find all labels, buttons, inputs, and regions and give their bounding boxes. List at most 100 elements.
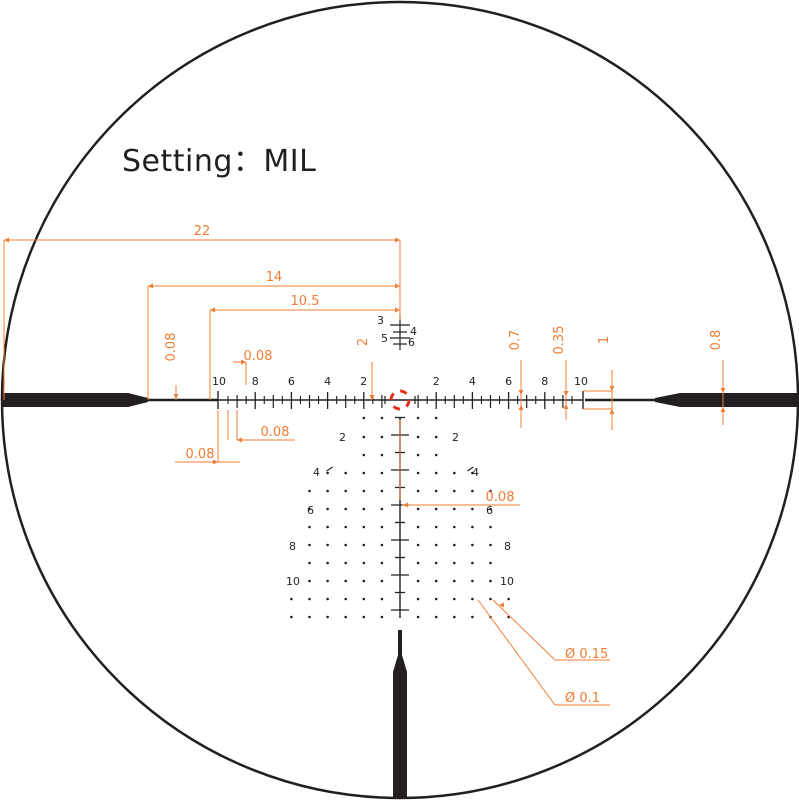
- holdover-dot: [326, 561, 329, 565]
- holdover-dot: [416, 561, 420, 565]
- holdover-dot: [471, 543, 474, 547]
- holdover-dot: [380, 615, 384, 619]
- holdover-dot: [489, 561, 492, 565]
- aim-point-circle: [389, 389, 411, 411]
- dimension-arrow: [395, 307, 400, 313]
- dim-0-08-top-label: 0.08: [244, 349, 273, 364]
- dim-1-label: 1: [597, 336, 612, 344]
- holdover-dot: [416, 471, 420, 475]
- dimension-arrow: [395, 283, 400, 289]
- holdover-dot: [326, 543, 329, 547]
- dim-0-08-center-label: 0.08: [486, 490, 515, 505]
- horizontal-scale-label: 2: [433, 375, 440, 388]
- holdover-dot: [471, 489, 474, 493]
- holdover-dot: [416, 489, 420, 493]
- horizontal-scale-label: 6: [505, 375, 512, 388]
- holdover-dot: [453, 525, 456, 529]
- dim-dot-015-label: Ø 0.15: [565, 647, 608, 662]
- upper-scale-label: 3: [377, 314, 384, 327]
- holdover-dot: [416, 543, 420, 547]
- holdover-dot: [489, 489, 492, 493]
- holdover-dot: [308, 525, 311, 529]
- dimension-arrow: [563, 404, 569, 409]
- holdover-dot: [308, 489, 311, 493]
- vertical-scale-label: 10: [286, 575, 300, 588]
- holdover-dot: [290, 615, 293, 619]
- holdover-dot: [471, 561, 474, 565]
- holdover-dot: [453, 615, 456, 619]
- dim-0-08-left-label: 0.08: [164, 333, 179, 362]
- vertical-scale-label: 8: [289, 540, 296, 553]
- dimension-arrow: [499, 602, 504, 608]
- holdover-dot: [489, 525, 492, 529]
- holdover-dot: [416, 416, 420, 420]
- holdover-dot: [380, 561, 384, 565]
- holdover-dot: [326, 507, 329, 511]
- holdover-dot: [344, 507, 348, 511]
- horizontal-scale-label: 4: [469, 375, 476, 388]
- holdover-dot: [489, 579, 492, 583]
- holdover-dot: [362, 525, 366, 529]
- holdover-dot: [489, 507, 492, 511]
- dim-14-label: 14: [266, 270, 283, 285]
- dimension-arrow: [720, 388, 726, 393]
- holdover-dot: [489, 543, 492, 547]
- holdover-dot: [471, 507, 474, 511]
- horizontal-scale-label: 8: [541, 375, 548, 388]
- holdover-dot: [308, 579, 311, 583]
- holdover-dot: [434, 597, 438, 601]
- vertical-scale-label: 4: [472, 466, 479, 479]
- holdover-dot: [434, 416, 438, 420]
- holdover-dot: [326, 615, 329, 619]
- holdover-dot: [362, 561, 366, 565]
- dim-0-7-label: 0.7: [508, 330, 523, 351]
- upper-scale-label: 5: [381, 332, 388, 345]
- horizontal-scale-label: 2: [360, 375, 367, 388]
- dim-0-8-label: 0.8: [709, 330, 724, 351]
- holdover-dot: [416, 615, 420, 619]
- dimension-arrow: [609, 409, 615, 414]
- holdover-dot: [362, 597, 366, 601]
- holdover-dot: [362, 543, 366, 547]
- hash-mark: [326, 466, 333, 472]
- dimension-arrow: [395, 237, 400, 243]
- holdover-dot: [344, 579, 348, 583]
- holdover-dot: [380, 416, 384, 420]
- vertical-scale-label: 2: [452, 431, 459, 444]
- dimension-arrow: [518, 390, 524, 395]
- holdover-dot: [416, 507, 420, 511]
- dimension-arrow: [210, 307, 215, 313]
- holdover-dot: [362, 489, 366, 493]
- holdover-dot: [308, 507, 311, 511]
- holdover-dot: [380, 543, 384, 547]
- holdover-dot: [326, 597, 329, 601]
- holdover-dot: [308, 561, 311, 565]
- holdover-dot: [308, 543, 311, 547]
- vertical-scale-label: 8: [504, 540, 511, 553]
- holdover-dot: [290, 597, 293, 601]
- dimension-arrow: [369, 395, 375, 400]
- holdover-dot: [471, 579, 474, 583]
- setting-title: Setting：MIL: [122, 144, 317, 179]
- horizontal-scale-label: 10: [212, 375, 226, 388]
- dimension-arrow: [4, 237, 9, 243]
- holdover-dot: [434, 525, 438, 529]
- horizontal-scale-label: 4: [324, 375, 331, 388]
- holdover-dot: [434, 471, 438, 475]
- holdover-dot: [434, 453, 438, 457]
- holdover-dot: [380, 471, 384, 475]
- holdover-dot: [453, 543, 456, 547]
- holdover-dot: [380, 435, 384, 439]
- holdover-dot: [471, 597, 474, 601]
- right-thick-post: [655, 393, 798, 407]
- holdover-dot: [380, 507, 384, 511]
- holdover-dot: [362, 416, 366, 420]
- dimension-arrow: [720, 407, 726, 412]
- dimension-arrow: [518, 405, 524, 410]
- holdover-dot: [344, 525, 348, 529]
- dim-0-35-label: 0.35: [552, 326, 567, 355]
- dim-dot-015-leader: [492, 599, 556, 661]
- dim-22-label: 22: [194, 224, 211, 239]
